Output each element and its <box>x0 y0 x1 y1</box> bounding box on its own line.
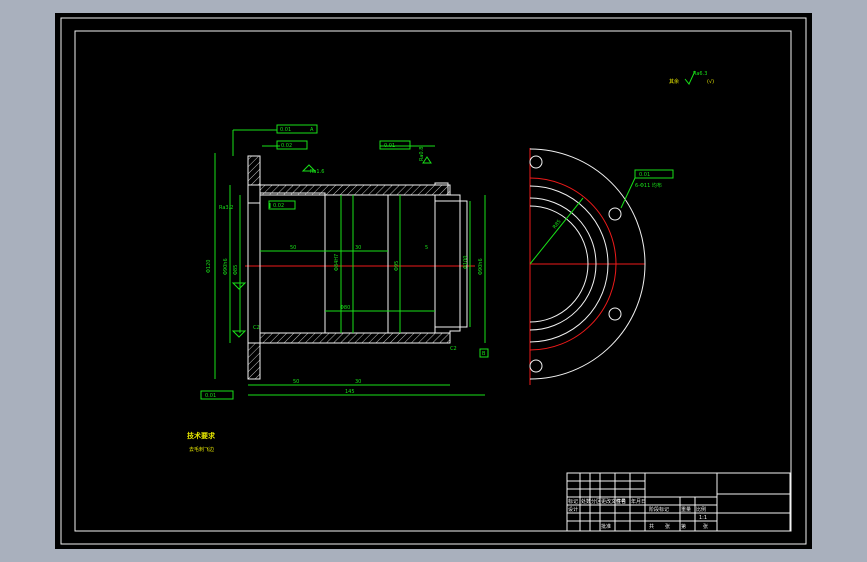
datum-b-box <box>479 348 489 358</box>
svg-text:共: 共 <box>649 523 654 530</box>
chamfer-c2: C2 <box>253 325 260 331</box>
svg-text:张: 张 <box>665 523 670 530</box>
bolt-hole-4 <box>529 359 543 373</box>
end-view: R85 0.01 6-Φ11 均布 <box>529 148 674 385</box>
dim-phi80: Φ80 <box>340 305 350 311</box>
svg-text:分区: 分区 <box>591 498 601 505</box>
dim-phi95: Φ95 <box>394 261 400 271</box>
svg-text:0.01: 0.01 <box>639 172 650 178</box>
fcf-holes <box>634 169 674 179</box>
svg-text:1:1: 1:1 <box>699 515 707 521</box>
top-flange-hatch <box>247 155 261 186</box>
outer-profile <box>260 184 461 344</box>
fcf-mid-text: 0.02 <box>273 203 284 209</box>
svg-text:年月日: 年月日 <box>631 498 646 505</box>
svg-text:处数: 处数 <box>581 498 591 505</box>
svg-text:阶段标记: 阶段标记 <box>649 506 669 513</box>
svg-text:比例: 比例 <box>696 506 706 513</box>
tech-title: 技术要求 <box>187 431 216 440</box>
fcf-top-3 <box>379 140 411 150</box>
dim-r85: R85 <box>552 219 563 230</box>
dim-50-bottom: 50 <box>293 379 299 385</box>
drawing-sheet: 50 30 5 Φ80 50 30 145 Φ120 Φ90h6 Φ85 Φ84… <box>55 13 812 549</box>
bottom-hatch <box>259 332 451 344</box>
section-view: 50 30 5 Φ80 50 30 145 Φ120 Φ90h6 Φ85 Φ84… <box>200 124 489 400</box>
fcf-top-2-text: 0.02 <box>281 143 292 149</box>
ra-symbol-4 <box>231 330 247 338</box>
dim-145: 145 <box>345 389 355 395</box>
bolt-hole-2 <box>608 307 622 321</box>
outer-border <box>60 17 807 545</box>
dim-phi120: Φ120 <box>206 260 212 273</box>
svg-text:更改文件号: 更改文件号 <box>601 498 626 505</box>
svg-text:标记: 标记 <box>568 498 578 505</box>
dim-30-bottom: 30 <box>355 379 361 385</box>
fcf-bottom <box>200 390 234 400</box>
dim-phi85: Φ85 <box>233 265 239 275</box>
dim-phi100: Φ100 <box>463 256 469 269</box>
svg-text:A: A <box>310 127 314 133</box>
fcf-top-3-text: 0.01 <box>384 143 395 149</box>
holes-note: 6-Φ11 均布 <box>635 182 662 189</box>
bolt-circle <box>529 177 617 351</box>
dim-phi90h6: Φ90h6 <box>223 258 229 275</box>
svg-text:签名: 签名 <box>616 498 626 505</box>
ra-3.2-left: Ra3.2 <box>219 205 233 211</box>
fcf-bottom-text: 0.01 <box>205 393 216 399</box>
svg-text:第: 第 <box>681 523 686 530</box>
roughness-value: Ra6.3 <box>693 71 707 77</box>
bottom-flange-hatch <box>247 342 261 380</box>
arc-2 <box>529 185 609 343</box>
dim-30: 30 <box>355 245 361 251</box>
ra-0.8-top: Ra0.8 <box>419 147 425 161</box>
right-extension <box>434 200 468 328</box>
ra-1.6-top: Ra1.6 <box>310 169 324 175</box>
ra-symbol-2 <box>231 282 247 290</box>
drawing-canvas: 50 30 5 Φ80 50 30 145 Φ120 Φ90h6 Φ85 Φ84… <box>60 17 807 545</box>
outer-arc <box>529 148 646 380</box>
bolt-hole-1 <box>608 207 622 221</box>
fcf-top-2 <box>276 140 308 150</box>
top-hatch <box>259 184 451 196</box>
arc-4 <box>529 205 589 323</box>
inner-border <box>74 30 792 532</box>
roughness-note: 其余 <box>669 78 679 85</box>
ra-symbol-1 <box>301 164 317 172</box>
fcf-top-1 <box>276 124 318 134</box>
dim-5: 5 <box>425 245 428 251</box>
dim-50: 50 <box>290 245 296 251</box>
fcf-top-1-text: 0.01 <box>280 127 291 133</box>
dim-phi84H7: Φ84H7 <box>334 254 340 271</box>
tech-note: 去毛刺飞边 <box>189 446 214 453</box>
svg-text:重量: 重量 <box>681 506 691 513</box>
ra-symbol-3 <box>422 156 432 164</box>
svg-text:设计: 设计 <box>568 506 578 513</box>
fcf-mid <box>268 200 296 210</box>
svg-text:张: 张 <box>703 523 708 530</box>
roughness-paren: (√) <box>707 79 714 85</box>
top-wall <box>247 155 449 204</box>
bolt-hole-3 <box>529 155 543 169</box>
svg-text:批准: 批准 <box>601 523 611 530</box>
chamfer-c2-right: C2 <box>450 346 457 352</box>
title-block: 标记 处数 分区 更改文件号 签名 年月日 设计 阶段标记 重量 比例 1:1 … <box>566 472 791 532</box>
datum-b: B <box>482 351 486 357</box>
dim-phi90h6-right: Φ90h6 <box>478 258 484 275</box>
arc-3 <box>529 197 597 331</box>
